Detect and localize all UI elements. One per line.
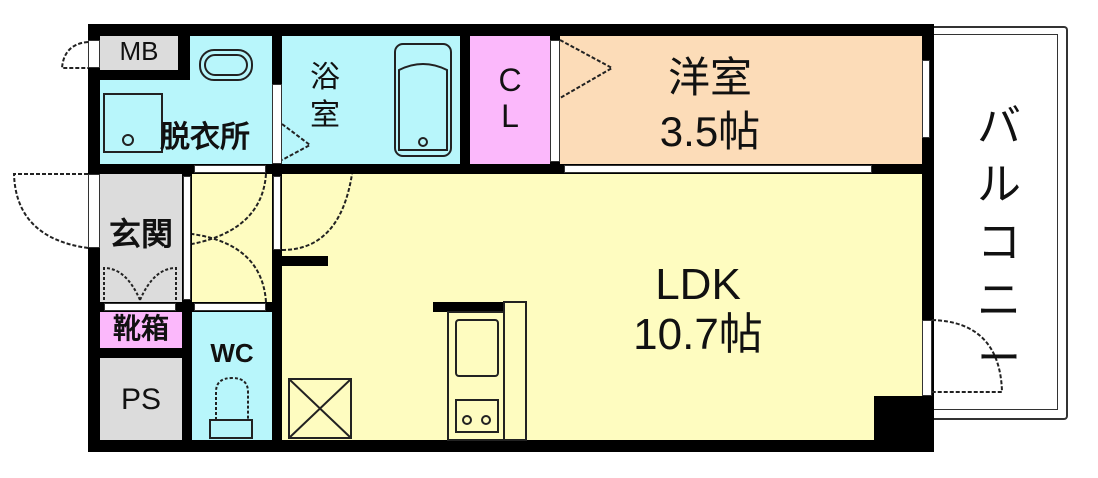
wall-stub-ldk	[282, 256, 328, 266]
hallway	[192, 174, 272, 302]
balcony-door-opening	[922, 320, 932, 396]
balcony-inner-rail	[934, 34, 1058, 410]
label-closet-1: C	[498, 62, 522, 98]
window-right-western	[922, 60, 930, 138]
mb-door-opening	[88, 40, 100, 68]
wall-mb-right	[178, 36, 190, 80]
label-ldk-1: LDK	[655, 260, 741, 309]
door-opening-ldk	[273, 176, 281, 250]
outer-wall-bottom	[88, 440, 934, 452]
wall-shoe-top	[100, 302, 272, 312]
outer-wall-top	[88, 24, 934, 36]
entrance-door-swing-icon	[12, 173, 89, 249]
wall-dressing-bath	[272, 36, 282, 84]
mb-room	[100, 36, 178, 70]
window-opening-dressing	[272, 84, 282, 164]
label-bath-1: 浴	[310, 61, 340, 94]
wall-mb-bottom	[100, 70, 190, 80]
wall-hall-ldk	[272, 174, 282, 440]
sliding-door-western	[564, 165, 872, 173]
door-opening-hallway-bottom	[194, 303, 266, 311]
wall-bath-closet	[460, 36, 470, 164]
label-wc: WC	[210, 338, 254, 368]
label-western-2: 3.5帖	[659, 108, 761, 155]
label-bath-2: 室	[310, 99, 340, 132]
label-balcony: バ ル コ ニ ー	[977, 102, 1021, 383]
wall-row1-bottom	[100, 164, 922, 174]
label-entrance: 玄関	[108, 216, 173, 252]
door-opening-hallway-top	[194, 165, 266, 173]
label-shoe-box: 靴箱	[112, 313, 169, 344]
mb-door-swing-icon	[60, 41, 89, 69]
door-opening-entrance-inner	[183, 176, 191, 300]
wall-corner-pillar	[874, 396, 922, 440]
label-ps: PS	[120, 383, 162, 416]
bath-room	[282, 36, 460, 164]
ps-room	[100, 358, 182, 440]
door-opening-entrance	[88, 174, 100, 248]
closet	[470, 36, 550, 164]
label-ldk-2: 10.7帖	[633, 310, 763, 359]
kitchen-counter-top	[433, 302, 503, 312]
wall-shoe-bottom	[100, 348, 182, 358]
western-room	[560, 36, 922, 164]
shoe-opening	[104, 303, 176, 311]
label-mb: MB	[119, 36, 159, 66]
window-opening-western	[550, 40, 560, 162]
label-dressing: 脱衣所	[160, 121, 250, 154]
ldk-room	[282, 174, 922, 440]
label-closet-2: L	[501, 98, 519, 134]
label-western-1: 洋室	[667, 54, 752, 101]
shoe-box	[100, 312, 182, 348]
wc-room	[192, 312, 272, 440]
